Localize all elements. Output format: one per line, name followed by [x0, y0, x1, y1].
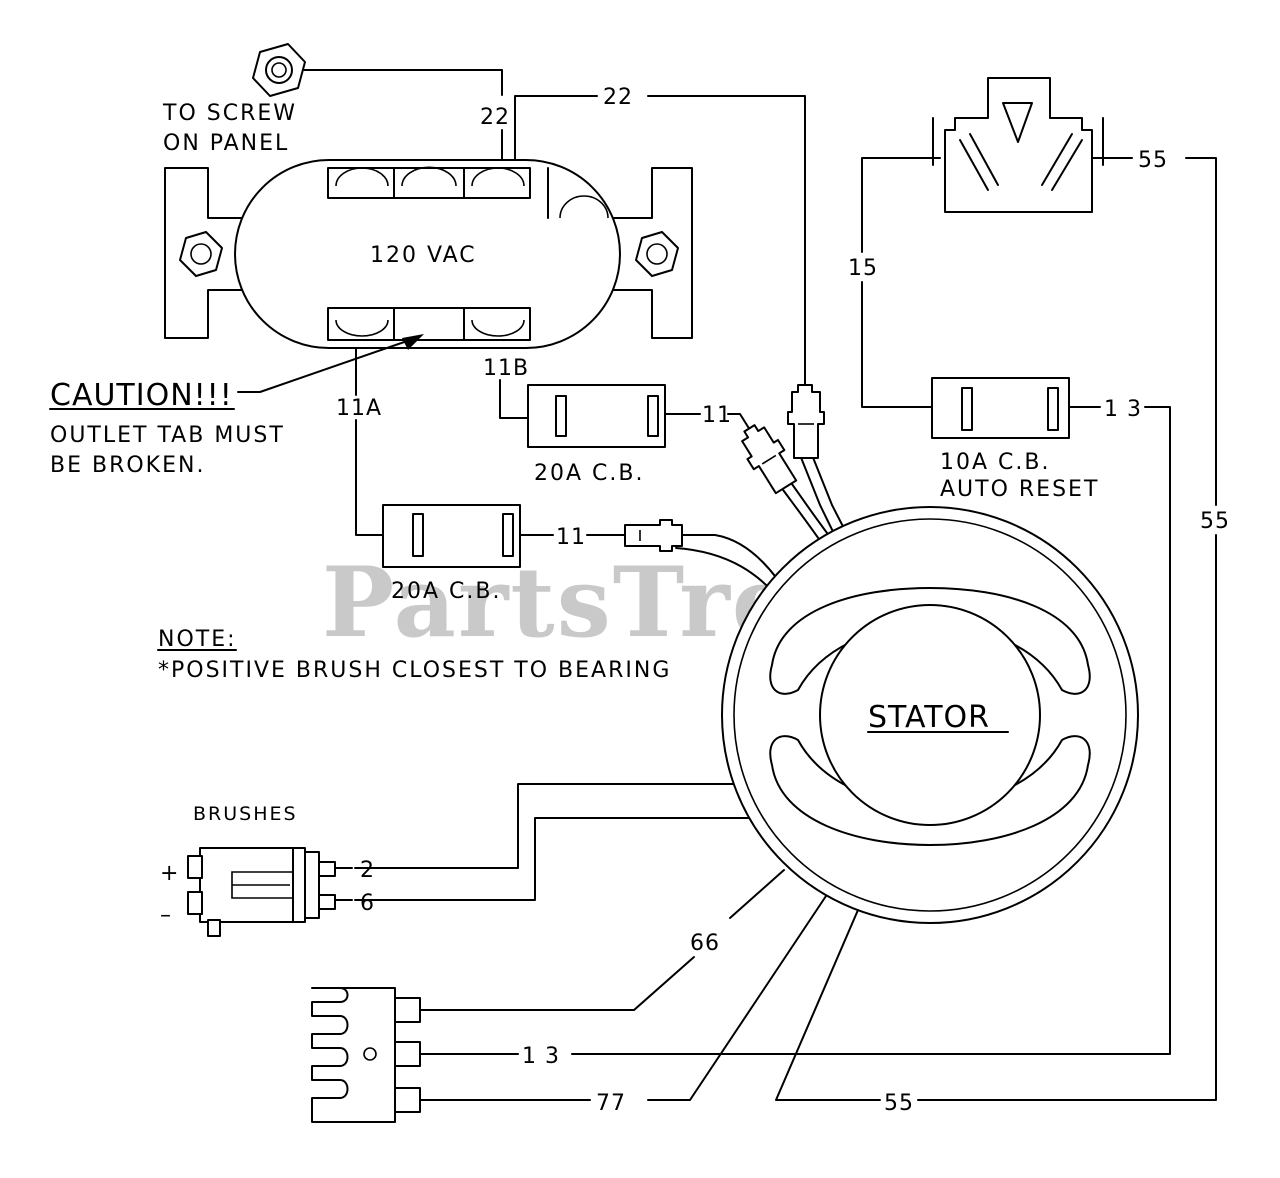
- wire-label-11b: 11B: [483, 356, 529, 381]
- wire-label-11-upper: 11: [702, 403, 732, 428]
- brush-assembly: BRUSHES + –: [160, 803, 353, 937]
- note-text: *POSITIVE BRUSH CLOSEST TO BEARING: [158, 658, 671, 683]
- circuit-breaker-20a-lower: 20A C.B.: [382, 504, 521, 604]
- ear-screw-right: [635, 231, 679, 277]
- brush-plus-sign: +: [160, 861, 180, 886]
- wire-label-77: 77: [596, 1091, 626, 1116]
- screw-label-line1: TO SCREW: [162, 101, 297, 126]
- wire-label-22-top: 22: [603, 85, 633, 110]
- wire-label-55-right: 55: [1200, 509, 1230, 534]
- wire-label-55-bottom: 55: [884, 1091, 914, 1116]
- note-title: NOTE:: [158, 627, 237, 652]
- stator: STATOR: [721, 506, 1139, 924]
- wire-label-13-auto: 1 3: [1104, 397, 1142, 422]
- wire-label-6: 6: [360, 891, 375, 916]
- brush-minus-sign: –: [160, 903, 173, 928]
- outlet-voltage-label: 120 VAC: [370, 243, 477, 268]
- wire-label-2: 2: [360, 858, 375, 883]
- circuit-breaker-10a-auto-reset: 10A C.B. AUTO RESET: [931, 377, 1099, 502]
- wire-label-55-top: 55: [1138, 148, 1168, 173]
- panel-screw: [252, 43, 306, 97]
- caution-note-line1: OUTLET TAB MUST: [50, 423, 285, 448]
- screw-label-line2: ON PANEL: [163, 131, 289, 156]
- wire-labels: 22 22 55 15 11B 11A 11 11 1 3 55 2 6 66 …: [336, 85, 1230, 1116]
- plug-connector-22: [787, 384, 825, 459]
- brushes-label: BRUSHES: [193, 803, 298, 825]
- wire-label-15: 15: [848, 256, 878, 281]
- regulator-block: [311, 987, 421, 1123]
- ear-screw-left: [179, 231, 223, 277]
- plug-connector-11-upper: [741, 424, 798, 495]
- circuit-breaker-20a-upper: 20A C.B.: [527, 384, 666, 486]
- wire-label-11-lower: 11: [556, 525, 586, 550]
- wire-label-13-bottom: 1 3: [522, 1044, 560, 1069]
- caution-note-line2: BE BROKEN.: [50, 453, 205, 478]
- plug-connector-11-lower: [624, 519, 683, 552]
- receptacle-top-right: [932, 77, 1104, 213]
- caution-callout: CAUTION!!! OUTLET TAB MUST BE BROKEN.: [49, 334, 424, 478]
- cb-upper-label: 20A C.B.: [534, 461, 644, 486]
- wires: [299, 69, 1217, 1101]
- wire-label-66: 66: [690, 931, 720, 956]
- cb-lower-label: 20A C.B.: [391, 579, 501, 604]
- stator-label: STATOR: [868, 700, 990, 735]
- wire-label-11a: 11A: [336, 396, 382, 421]
- note-block: NOTE: *POSITIVE BRUSH CLOSEST TO BEARING: [157, 627, 671, 683]
- cb-auto-label-line2: AUTO RESET: [940, 477, 1099, 502]
- caution-label: CAUTION!!!: [50, 378, 233, 413]
- outlet-120vac: 120 VAC: [164, 159, 693, 349]
- wire-label-22-left: 22: [480, 105, 510, 130]
- cb-auto-label-line1: 10A C.B.: [940, 450, 1050, 475]
